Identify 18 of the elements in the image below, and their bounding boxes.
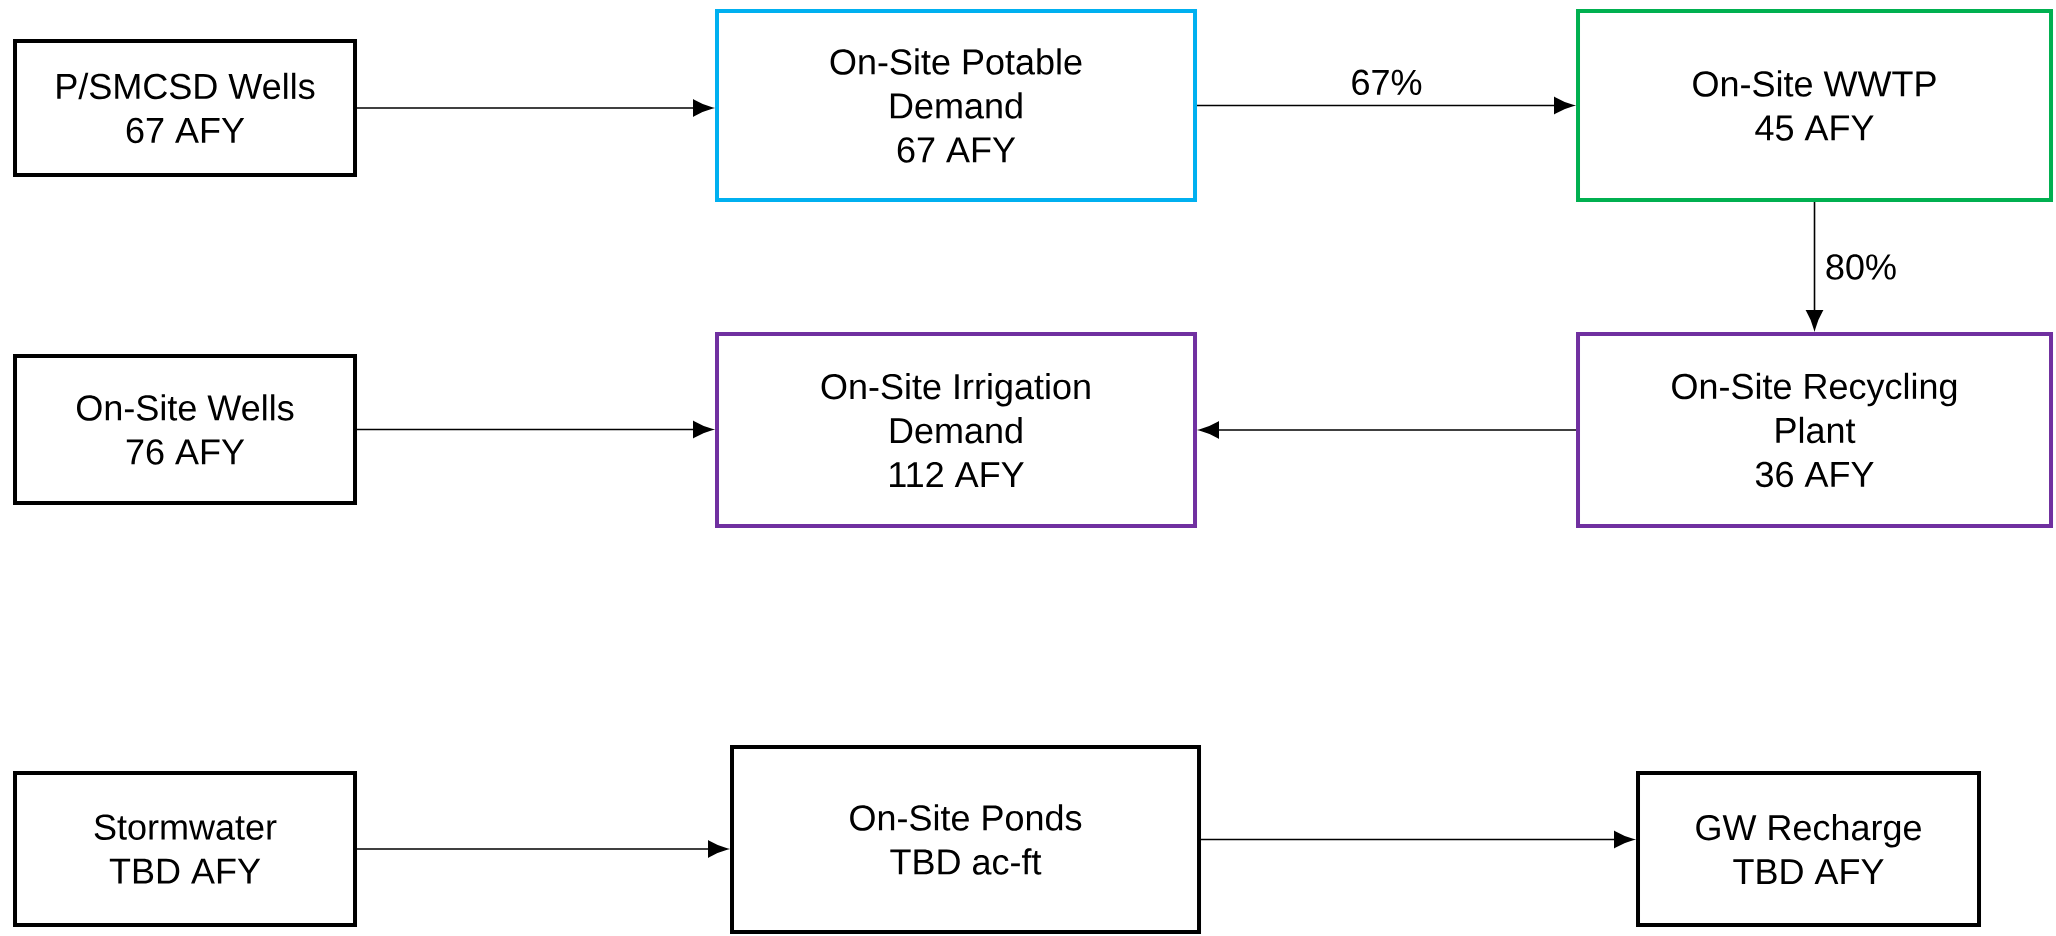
flow-box: On-Site WWTP 45 AFY — [1576, 9, 2053, 202]
flow-box: On-Site Recycling Plant 36 AFY — [1576, 332, 2053, 528]
edge-label: 67% — [1352, 69, 1422, 96]
flow-box: Stormwater TBD AFY — [13, 771, 357, 927]
arrow — [356, 99, 713, 117]
flow-box: P/SMCSD Wells 67 AFY — [13, 39, 357, 177]
arrow — [1806, 201, 1823, 330]
flow-box: On-Site Wells 76 AFY — [13, 354, 357, 505]
arrow — [356, 840, 728, 858]
flow-box: On-Site Potable Demand 67 AFY — [715, 9, 1197, 202]
flow-box: On-Site Ponds TBD ac-ft — [730, 745, 1201, 934]
arrow — [1196, 97, 1574, 114]
edge-label: 80% — [1826, 254, 1896, 280]
flow-box: GW Recharge TBD AFY — [1636, 771, 1981, 927]
arrow — [1200, 831, 1634, 848]
arrow — [356, 421, 713, 438]
arrow — [1199, 421, 1577, 439]
flow-box: On-Site Irrigation Demand 112 AFY — [715, 332, 1197, 528]
